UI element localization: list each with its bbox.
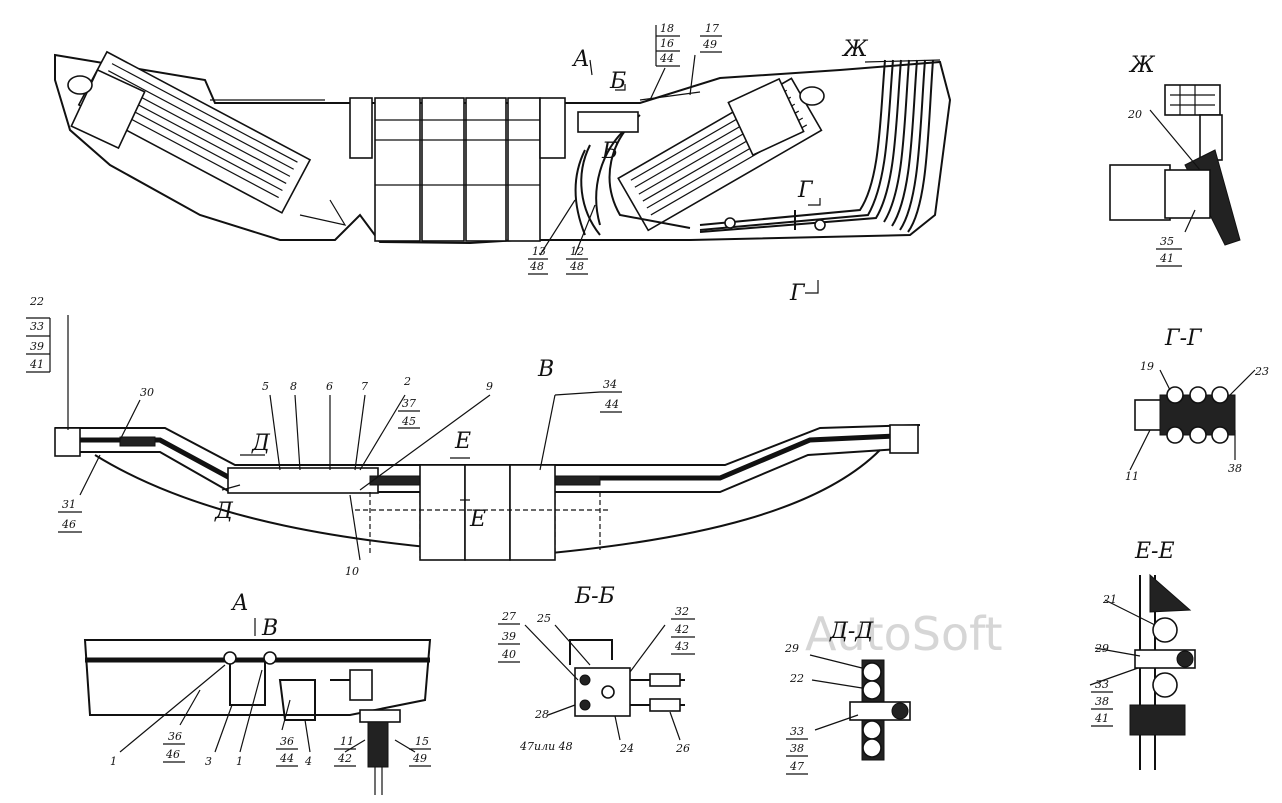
callout-47or48: 47или 48 [519, 740, 573, 753]
callout-41b: 41 [29, 358, 44, 371]
callout-33c: 33 [1095, 678, 1109, 691]
view-title-ee: Е-Е [1134, 539, 1175, 564]
callout-27: 27 [501, 610, 516, 623]
callout-22: 22 [29, 295, 44, 308]
view-label-b-side: Б [601, 139, 618, 164]
callout-8: 8 [290, 380, 297, 393]
callout-17: 17 [705, 22, 719, 35]
callout-18: 18 [660, 22, 674, 35]
callout-10: 10 [345, 565, 359, 578]
view-label-e2: Е [469, 507, 486, 532]
detail-view-zh [1109, 84, 1241, 246]
callout-48a: 48 [529, 260, 544, 273]
callout-9: 9 [486, 380, 493, 393]
callout-43: 43 [674, 640, 689, 653]
callout-24: 24 [619, 742, 634, 755]
view-title-bb: Б-Б [574, 584, 615, 609]
top-assembly-view [54, 50, 952, 256]
view-label-e1: Е [454, 429, 471, 454]
callout-23: 23 [1254, 365, 1269, 378]
callout-32: 32 [675, 605, 689, 618]
callout-25: 25 [536, 612, 551, 625]
callout-49b: 49 [412, 752, 427, 765]
callout-41c: 41 [1094, 712, 1109, 725]
watermark: AutoSoft [805, 607, 1003, 661]
view-label-a-top: А [571, 47, 590, 72]
callout-29a: 29 [784, 642, 799, 655]
callout-21: 21 [1102, 593, 1117, 606]
callout-3: 3 [205, 755, 212, 768]
callout-42: 42 [337, 752, 352, 765]
callout-28: 28 [534, 708, 549, 721]
callout-40: 40 [501, 648, 516, 661]
callout-6: 6 [326, 380, 333, 393]
callout-33a: 33 [30, 320, 44, 333]
detail-view-ee [1089, 573, 1196, 770]
callout-48b: 48 [569, 260, 584, 273]
callout-1a: 1 [110, 755, 117, 768]
callout-42b: 42 [674, 623, 689, 636]
view-label-zh-top: Ж [841, 37, 869, 62]
callout-45: 45 [401, 415, 416, 428]
callout-30: 30 [140, 386, 154, 399]
view-label-b-top: Б [609, 69, 626, 94]
view-title-dd: Д-Д [829, 619, 874, 644]
callout-29b: 29 [1094, 642, 1109, 655]
view-label-g-top: Г [789, 281, 806, 306]
callout-44a: 44 [659, 52, 674, 65]
callout-44c: 44 [279, 752, 294, 765]
callout-1b: 1 [236, 755, 243, 768]
detail-view-bb [524, 624, 685, 741]
callout-39b: 39 [502, 630, 516, 643]
view-title-gg: Г-Г [1164, 326, 1203, 351]
callout-2: 2 [403, 375, 411, 388]
callout-36a: 36 [168, 730, 182, 743]
callout-46: 46 [61, 518, 76, 531]
callout-39a: 39 [30, 340, 44, 353]
callout-22b: 22 [789, 672, 804, 685]
detail-view-gg [1129, 369, 1256, 471]
view-title-v: В [537, 357, 554, 382]
callout-19: 19 [1140, 360, 1154, 373]
callout-31: 31 [62, 498, 76, 511]
callout-38: 38 [1228, 462, 1242, 475]
callout-46b: 46 [165, 748, 180, 761]
detail-view-dd [809, 654, 911, 761]
view-label-g-mid: Г [797, 178, 814, 203]
callout-15: 15 [415, 735, 429, 748]
callout-38c: 38 [1095, 695, 1109, 708]
side-assembly-view [54, 315, 921, 561]
view-title-zh: Ж [1128, 53, 1156, 78]
callout-41a: 41 [1159, 252, 1174, 265]
view-label-v-a: В [261, 616, 278, 641]
callout-38b: 38 [790, 742, 804, 755]
view-label-d1: Д [251, 431, 271, 456]
callout-20: 20 [1127, 108, 1142, 121]
callout-44b: 44 [604, 398, 619, 411]
callout-11b: 11 [340, 735, 354, 748]
callout-26: 26 [675, 742, 690, 755]
callout-7: 7 [361, 380, 368, 393]
callout-13: 13 [532, 245, 546, 258]
callout-16: 16 [660, 37, 674, 50]
callout-37: 37 [402, 397, 416, 410]
callout-34: 34 [603, 378, 617, 391]
callout-11: 11 [1125, 470, 1139, 483]
detail-view-a [83, 639, 432, 795]
view-title-a: А [230, 591, 249, 616]
callout-12: 12 [570, 245, 584, 258]
callout-4: 4 [304, 755, 312, 768]
callout-5: 5 [262, 380, 269, 393]
callout-33b: 33 [790, 725, 804, 738]
view-label-d2: Д [214, 499, 234, 524]
callout-35a: 35 [1160, 235, 1174, 248]
callout-36b: 36 [280, 735, 294, 748]
callout-49: 49 [702, 38, 717, 51]
callout-47: 47 [789, 760, 804, 773]
